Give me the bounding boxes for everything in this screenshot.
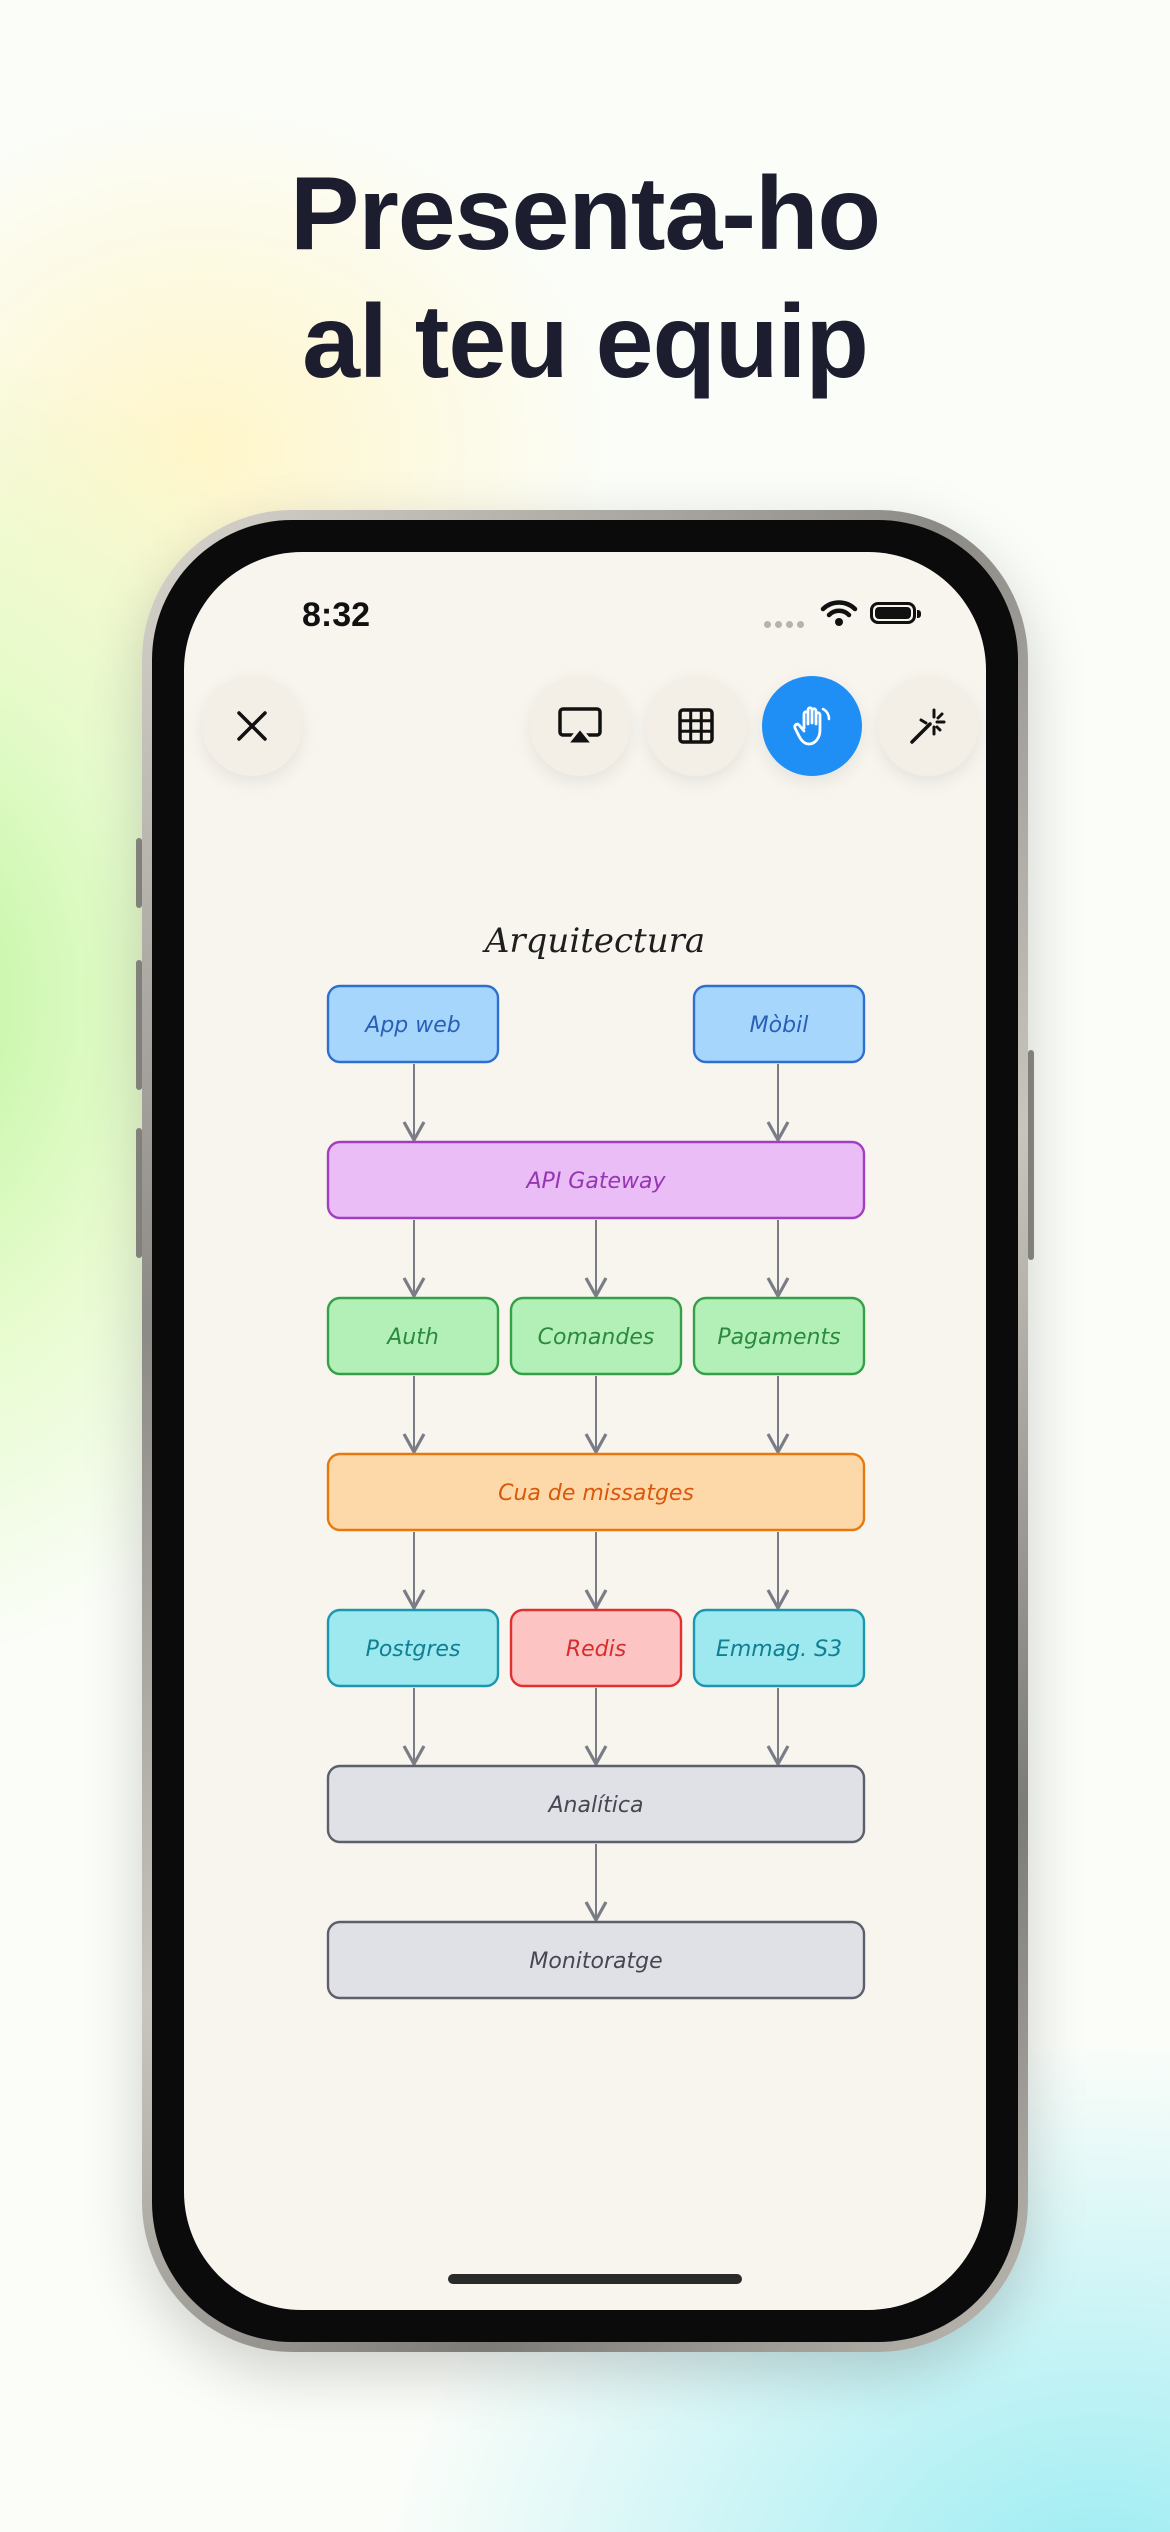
phone-screen: 8:32 bbox=[184, 552, 986, 2310]
phone-frame: 8:32 bbox=[142, 510, 1028, 2352]
phone-bezel: 8:32 bbox=[152, 520, 1018, 2342]
airplay-button[interactable] bbox=[530, 676, 630, 776]
svg-text:Monitoratge: Monitoratge bbox=[529, 1949, 662, 1974]
grid-button[interactable] bbox=[646, 676, 746, 776]
node-comandes: Comandes bbox=[509, 1296, 683, 1376]
node-app-web: App web bbox=[326, 984, 500, 1064]
node-auth: Auth bbox=[326, 1296, 500, 1376]
node-api-gateway: API Gateway bbox=[326, 1140, 866, 1220]
close-button[interactable] bbox=[202, 676, 302, 776]
svg-text:Cua de missatges: Cua de missatges bbox=[498, 1481, 694, 1506]
phone-side-button bbox=[136, 838, 142, 908]
home-indicator[interactable] bbox=[448, 2274, 742, 2284]
headline: Presenta-ho al teu equip bbox=[0, 150, 1170, 406]
grid-icon bbox=[678, 708, 714, 744]
signal-dots-icon bbox=[764, 615, 808, 633]
architecture-diagram: Arquitectura bbox=[326, 921, 866, 2000]
svg-text:Emmag. S3: Emmag. S3 bbox=[716, 1637, 842, 1662]
diagram-arrows bbox=[402, 1064, 790, 1924]
magic-wand-icon bbox=[910, 708, 946, 744]
close-icon bbox=[237, 711, 267, 741]
node-redis: Redis bbox=[509, 1608, 683, 1688]
headline-line-1: Presenta-ho bbox=[289, 156, 881, 272]
node-monitoratge: Monitoratge bbox=[326, 1920, 866, 2000]
magic-button[interactable] bbox=[878, 676, 978, 776]
headline-line-2: al teu equip bbox=[302, 284, 869, 400]
wifi-icon bbox=[820, 600, 858, 626]
svg-text:API Gateway: API Gateway bbox=[525, 1169, 667, 1194]
svg-text:Mòbil: Mòbil bbox=[750, 1013, 809, 1038]
node-emmag-s3: Emmag. S3 bbox=[692, 1608, 866, 1688]
svg-text:Auth: Auth bbox=[385, 1325, 439, 1350]
airplay-icon bbox=[558, 707, 602, 746]
battery-icon bbox=[870, 602, 921, 624]
svg-text:Pagaments: Pagaments bbox=[717, 1325, 840, 1350]
node-pagaments: Pagaments bbox=[692, 1296, 866, 1376]
svg-text:Postgres: Postgres bbox=[366, 1637, 461, 1662]
node-mobil: Mòbil bbox=[692, 984, 866, 1064]
hand-icon bbox=[793, 706, 831, 746]
svg-text:Comandes: Comandes bbox=[538, 1325, 655, 1350]
node-postgres: Postgres bbox=[326, 1608, 500, 1688]
phone-volume-up bbox=[136, 960, 142, 1090]
phone-volume-down bbox=[136, 1128, 142, 1258]
phone-power-button bbox=[1028, 1050, 1034, 1260]
node-analitica: Analítica bbox=[326, 1764, 866, 1844]
svg-text:Analítica: Analítica bbox=[546, 1793, 643, 1818]
node-cua-de-missatges: Cua de missatges bbox=[326, 1452, 866, 1532]
svg-text:App web: App web bbox=[363, 1013, 460, 1038]
diagram-title: Arquitectura bbox=[482, 921, 705, 961]
svg-text:Redis: Redis bbox=[566, 1637, 626, 1662]
hand-button[interactable] bbox=[762, 676, 862, 776]
status-time: 8:32 bbox=[302, 596, 371, 634]
